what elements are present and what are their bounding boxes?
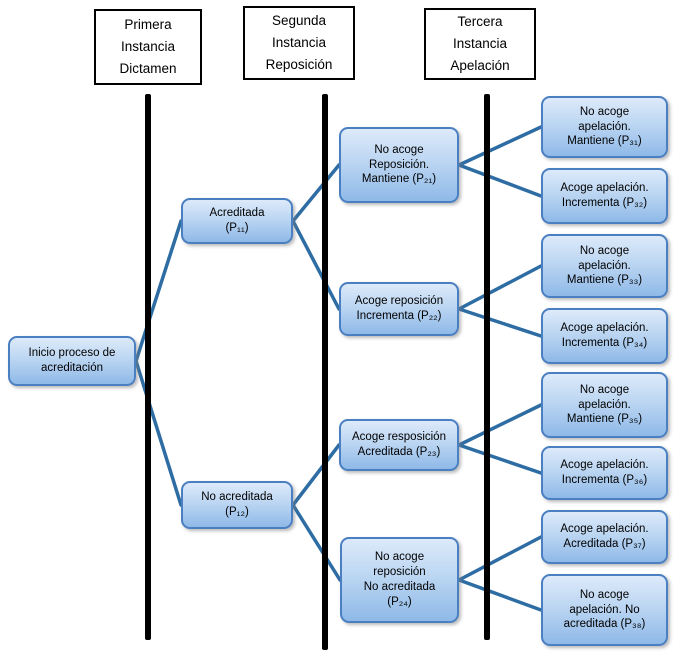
node-label: Acoge apelación. Incrementa (P₃₆)	[560, 459, 649, 486]
connector-p11-p22	[291, 219, 341, 311]
node-label: No acoge apelación. Mantiene (P₃₃)	[566, 244, 643, 287]
node-label: No acoge reposición No acreditada (P₂₄)	[363, 551, 436, 608]
connector-p12-p23	[291, 443, 341, 507]
node-p33: No acoge apelación. Mantiene (P₃₃)	[541, 234, 668, 298]
node-p38: No acoge apelación. No acreditada (P₃₈)	[541, 574, 668, 646]
divider-bar-first-instance	[145, 94, 151, 640]
node-p34: Acoge apelación. Incrementa (P₃₄)	[541, 308, 668, 364]
node-p31: No acoge apelación. Mantiene (P₃₁)	[541, 96, 668, 158]
node-label: Acoge apelación. Incrementa (P₃₄)	[560, 322, 649, 349]
connector-p23-p35	[457, 403, 543, 447]
node-label: No acreditada (P₁₂)	[201, 491, 273, 518]
connector-p22-p33	[457, 264, 543, 311]
connector-p21-p31	[457, 125, 543, 167]
node-label: No acoge apelación. Mantiene (P₃₅)	[566, 383, 643, 426]
node-label: Acoge apelación. Acreditada (P₃₇)	[560, 523, 649, 550]
node-label: Acoge resposición Acreditada (P₂₃)	[352, 431, 446, 458]
node-label: Inicio proceso de acreditación	[28, 347, 116, 374]
node-root: Inicio proceso de acreditación	[8, 336, 136, 386]
connector-p24-p37	[457, 535, 543, 582]
connector-root-p12	[134, 359, 183, 507]
node-p12: No acreditada (P₁₂)	[181, 481, 293, 529]
connector-p23-p36	[457, 443, 543, 475]
node-label: Acoge reposición Incrementa (P₂₂)	[354, 295, 444, 322]
node-p32: Acoge apelación. Incrementa (P₃₂)	[541, 168, 668, 224]
node-p35: No acoge apelación. Mantiene (P₃₅)	[541, 372, 668, 438]
column-header-tercera-instancia: Tercera Instancia Apelación	[424, 8, 536, 80]
connector-root-p11	[134, 219, 183, 363]
column-header-primera-instancia: Primera Instancia Dictamen	[94, 9, 202, 85]
node-p22: Acoge reposición Incrementa (P₂₂)	[339, 282, 459, 336]
node-p11: Acreditada (P₁₁)	[181, 198, 293, 244]
node-p23: Acoge resposición Acreditada (P₂₃)	[339, 419, 459, 471]
node-label: Acreditada (P₁₁)	[209, 207, 265, 234]
column-header-label: Segunda Instancia Reposición	[265, 13, 333, 72]
connector-p24-p38	[457, 578, 543, 612]
node-p24: No acoge reposición No acreditada (P₂₄)	[340, 537, 459, 623]
connector-p11-p21	[291, 163, 341, 223]
connector-p12-p24	[291, 503, 342, 582]
column-header-segunda-instancia: Segunda Instancia Reposición	[243, 6, 355, 80]
connector-p21-p32	[457, 163, 543, 198]
column-header-label: Primera Instancia Dictamen	[119, 17, 177, 76]
node-p21: No acoge Reposición. Mantiene (P₂₁)	[339, 127, 459, 203]
node-p37: Acoge apelación. Acreditada (P₃₇)	[541, 510, 668, 564]
divider-bar-third-instance	[484, 94, 490, 640]
node-label: Acoge apelación. Incrementa (P₃₂)	[560, 182, 649, 209]
divider-bar-second-instance	[322, 94, 328, 650]
node-label: No acoge apelación. Mantiene (P₃₁)	[567, 105, 642, 148]
node-label: No acoge Reposición. Mantiene (P₂₁)	[361, 143, 437, 186]
node-label: No acoge apelación. No acreditada (P₃₈)	[563, 588, 646, 631]
column-header-label: Tercera Instancia Apelación	[450, 14, 510, 73]
connector-p22-p34	[457, 307, 543, 338]
node-p36: Acoge apelación. Incrementa (P₃₆)	[541, 446, 668, 500]
